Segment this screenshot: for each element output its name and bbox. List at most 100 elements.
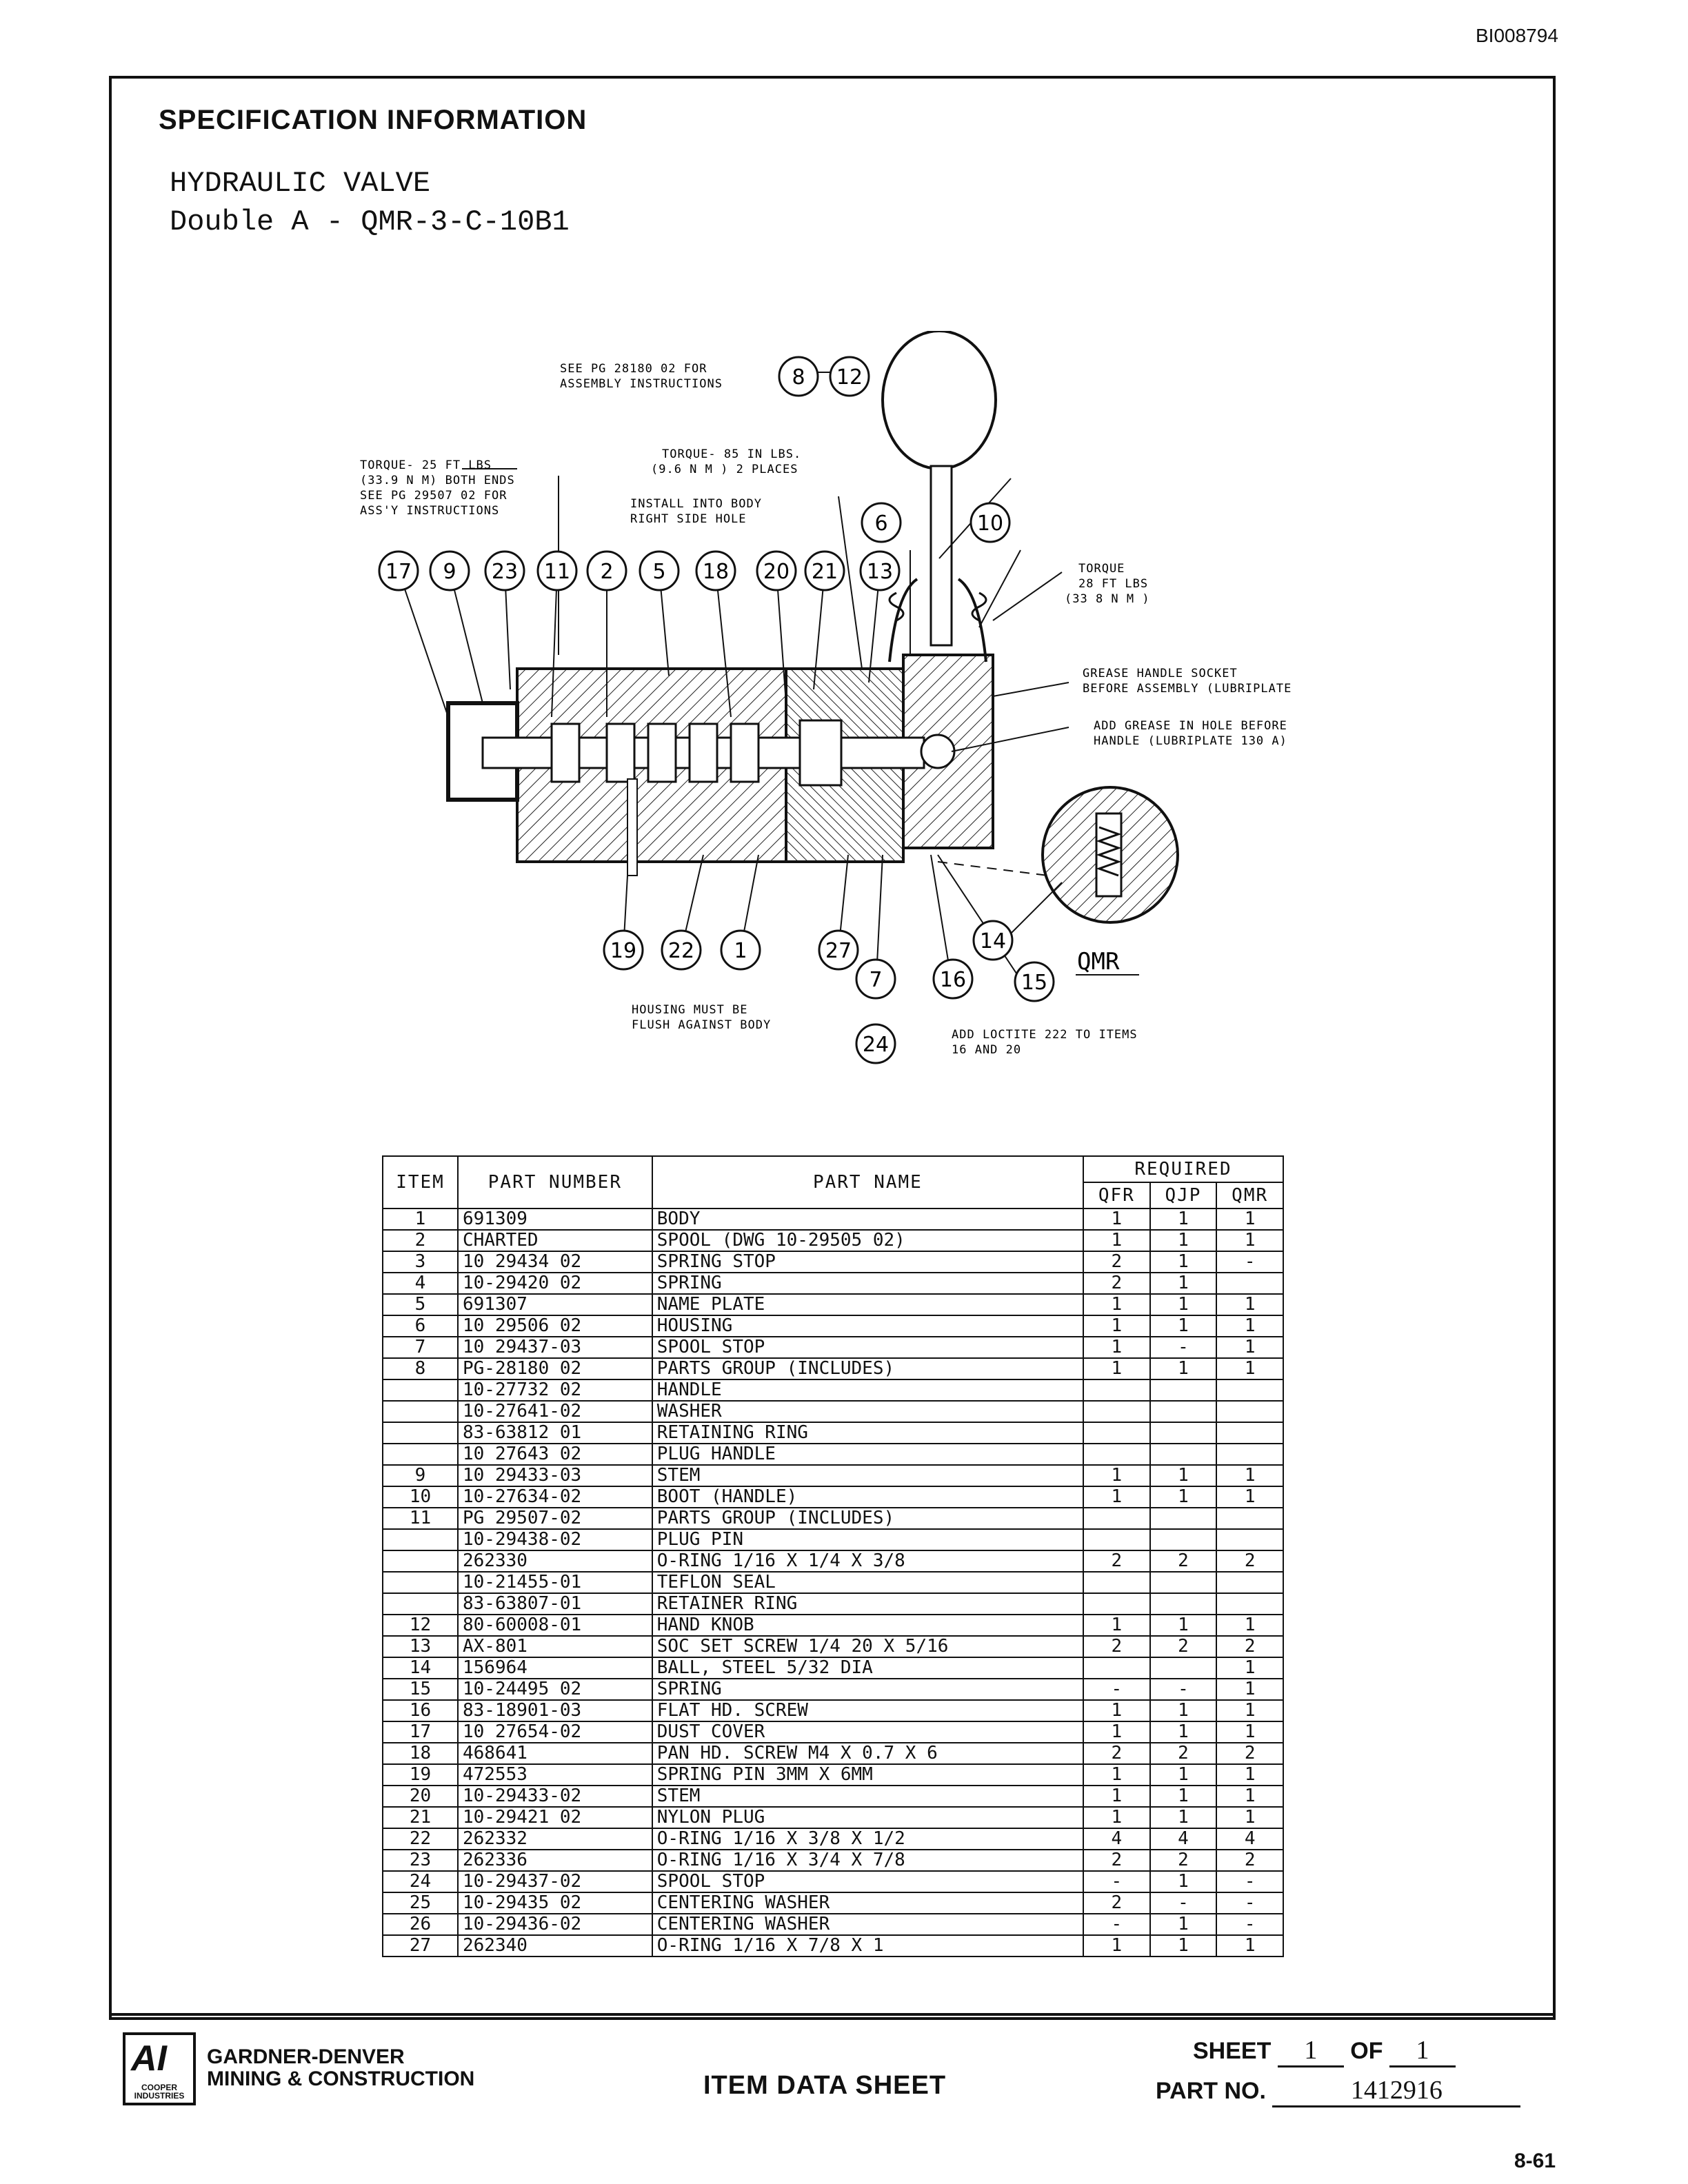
balloon-item-19: 19 [603, 929, 644, 971]
svg-text:SEE PG 29507 02 FOR: SEE PG 29507 02 FOR [360, 489, 507, 503]
part-no-value: 1412916 [1272, 2075, 1521, 2107]
item-cell: 5 [382, 1293, 459, 1316]
qmr-cell: 2 [1216, 1742, 1284, 1765]
balloon-item-10: 10 [969, 502, 1011, 543]
svg-text:9: 9 [443, 560, 456, 584]
qjp-cell: 1 [1149, 1699, 1218, 1722]
item-cell: 20 [382, 1785, 459, 1808]
qmr-label: QMR [1077, 948, 1120, 975]
qfr-cell: 1 [1083, 1806, 1151, 1829]
qjp-cell [1149, 1443, 1218, 1466]
of-value: 1 [1389, 2035, 1456, 2067]
part-number-cell: CHARTED [457, 1229, 653, 1252]
part-name-cell: CENTERING WASHER [651, 1892, 1085, 1914]
part-name-cell: SPOOL (DWG 10-29505 02) [651, 1229, 1085, 1252]
qfr-cell: 1 [1083, 1934, 1151, 1957]
item-cell [382, 1571, 459, 1594]
qmr-cell: 1 [1216, 1763, 1284, 1786]
item-cell: 14 [382, 1657, 459, 1679]
part-number-cell: 10-29435 02 [457, 1892, 653, 1914]
qfr-cell [1083, 1657, 1151, 1679]
qjp-cell: 1 [1149, 1486, 1218, 1508]
item-cell: 23 [382, 1849, 459, 1872]
housing-flush-note: HOUSING MUST BE FLUSH AGAINST BODY [632, 1003, 770, 1032]
item-cell: 2 [382, 1229, 459, 1252]
qfr-cell: - [1083, 1913, 1151, 1936]
svg-text:ASSEMBLY INSTRUCTIONS: ASSEMBLY INSTRUCTIONS [560, 377, 723, 391]
cooper-logo: AI COOPER INDUSTRIES [123, 2032, 196, 2105]
part-number-row: PART NO. 1412916 [1156, 2075, 1521, 2107]
svg-text:17: 17 [385, 560, 412, 584]
svg-text:14: 14 [980, 929, 1006, 953]
qjp-cell: - [1149, 1892, 1218, 1914]
qmr-cell: 1 [1216, 1806, 1284, 1829]
part-name-cell: PLUG PIN [651, 1528, 1085, 1551]
qmr-cell [1216, 1379, 1284, 1402]
qjp-cell: 1 [1149, 1806, 1218, 1829]
loctite-note: ADD LOCTITE 222 TO ITEMS 16 AND 20 [952, 1028, 1138, 1057]
part-name-cell: SPRING [651, 1678, 1085, 1701]
item-cell [382, 1379, 459, 1402]
qfr-cell: 1 [1083, 1357, 1151, 1380]
item-cell: 17 [382, 1721, 459, 1743]
svg-text:GREASE HANDLE SOCKET: GREASE HANDLE SOCKET [1083, 667, 1238, 680]
part-name-cell: HANDLE [651, 1379, 1085, 1402]
qjp-cell: 2 [1149, 1849, 1218, 1872]
qmr-cell: 2 [1216, 1849, 1284, 1872]
qfr-cell: 2 [1083, 1849, 1151, 1872]
qfr-cell [1083, 1379, 1151, 1402]
svg-text:ADD LOCTITE 222 TO ITEMS: ADD LOCTITE 222 TO ITEMS [952, 1028, 1138, 1042]
assembly-instructions-note: SEE PG 28180 02 FOR ASSEMBLY INSTRUCTION… [560, 362, 723, 391]
qmr-cell: 2 [1216, 1635, 1284, 1658]
qjp-cell: 2 [1149, 1550, 1218, 1573]
item-cell: 6 [382, 1315, 459, 1337]
qjp-cell: 1 [1149, 1229, 1218, 1252]
part-number-cell: 472553 [457, 1763, 653, 1786]
part-number-cell: 80-60008-01 [457, 1614, 653, 1637]
qfr-cell: 1 [1083, 1336, 1151, 1359]
header-qmr: QMR [1216, 1182, 1284, 1209]
qjp-cell [1149, 1400, 1218, 1423]
page-frame [109, 76, 1556, 2020]
header-required: REQUIRED [1083, 1155, 1284, 1183]
part-number-cell: 10 29433-03 [457, 1464, 653, 1487]
qmr-cell: - [1216, 1892, 1284, 1914]
qjp-cell: 1 [1149, 1614, 1218, 1637]
part-name-cell: BOOT (HANDLE) [651, 1486, 1085, 1508]
grease-socket-note: GREASE HANDLE SOCKET BEFORE ASSEMBLY (LU… [1083, 667, 1291, 696]
balloon-item-21: 21 [804, 550, 845, 592]
item-cell [382, 1400, 459, 1423]
qjp-cell: 1 [1149, 1251, 1218, 1273]
balloon-item-27: 27 [818, 929, 859, 971]
part-name-cell: BODY [651, 1208, 1085, 1231]
qmr-cell: 1 [1216, 1699, 1284, 1722]
svg-text:11: 11 [544, 560, 570, 584]
qfr-cell [1083, 1593, 1151, 1615]
item-cell: 19 [382, 1763, 459, 1786]
svg-text:INSTALL INTO BODY: INSTALL INTO BODY [630, 497, 762, 511]
qjp-cell: 1 [1149, 1785, 1218, 1808]
document-id: BI008794 [1476, 25, 1558, 46]
item-cell: 10 [382, 1486, 459, 1508]
balloon-item-16: 16 [932, 958, 974, 1000]
part-no-label: PART NO. [1156, 2078, 1266, 2104]
qfr-cell [1083, 1422, 1151, 1444]
qjp-cell: 1 [1149, 1913, 1218, 1936]
qfr-cell: 1 [1083, 1486, 1151, 1508]
item-cell: 18 [382, 1742, 459, 1765]
part-number-cell: 691309 [457, 1208, 653, 1231]
part-name-cell: PAN HD. SCREW M4 X 0.7 X 6 [651, 1742, 1085, 1765]
qfr-cell: - [1083, 1678, 1151, 1701]
leader-lines [398, 372, 1069, 991]
sheet-label: SHEET [1193, 2038, 1272, 2064]
item-cell [382, 1443, 459, 1466]
